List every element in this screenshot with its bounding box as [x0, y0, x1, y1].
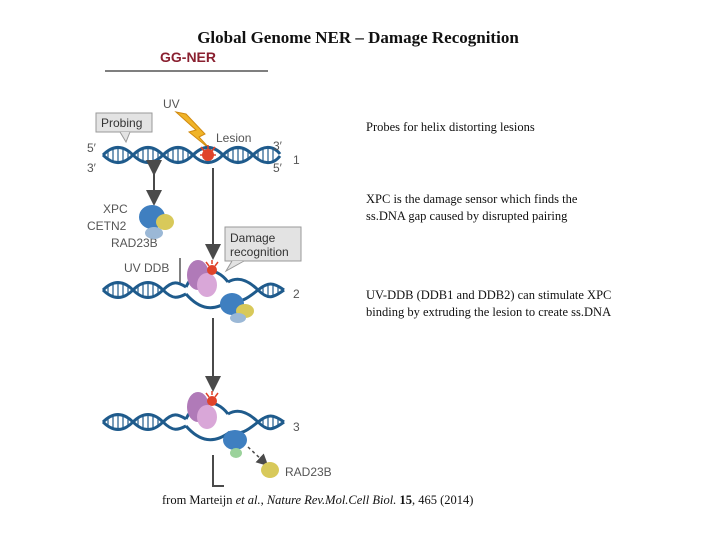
note-2-line-2: ss.DNA gap caused by disrupted pairing: [366, 208, 666, 225]
note-3-line-1: UV-DDB (DDB1 and DDB2) can stimulate XPC: [366, 287, 666, 304]
citation-prefix: from Marteijn: [162, 493, 236, 507]
note-2-line-1: XPC is the damage sensor which finds the: [366, 191, 666, 208]
citation-etal: et al.: [236, 493, 261, 507]
citation-volume: 15: [399, 493, 412, 507]
note-1-line-1: Probes for helix distorting lesions: [366, 120, 535, 134]
recognition-label: recognition: [230, 245, 289, 259]
uv-ddb-label: UV DDB: [124, 261, 169, 275]
lesion-label: Lesion: [216, 131, 251, 145]
dna-helix-step-1: [103, 147, 280, 162]
three-prime-bottom: 3′: [87, 161, 97, 175]
note-probing: Probes for helix distorting lesions: [366, 119, 666, 136]
step-1-number: 1: [293, 153, 300, 167]
five-prime-bottom: 5′: [273, 161, 283, 175]
cetn2-label: CETN2: [87, 219, 127, 233]
released-rad23b-label: RAD23B: [285, 465, 332, 479]
five-prime-top: 5′: [87, 141, 97, 155]
citation: from Marteijn et al., Nature Rev.Mol.Cel…: [162, 493, 473, 508]
uv-lightning-icon: [176, 112, 211, 150]
continuation-line: [213, 455, 224, 486]
note-3-line-2: binding by extruding the lesion to creat…: [366, 304, 666, 321]
xpc-bound-icon-step-3: [223, 430, 247, 458]
citation-suffix: , 465 (2014): [412, 493, 473, 507]
probing-label: Probing: [101, 116, 142, 130]
note-xpc-sensor: XPC is the damage sensor which finds the…: [366, 191, 666, 225]
xpc-label: XPC: [103, 202, 128, 216]
figure-header: GG-NER: [160, 49, 216, 65]
xpc-complex-icon: [139, 205, 174, 239]
three-prime-top: 3′: [273, 139, 283, 153]
released-rad23b-icon: [261, 462, 279, 478]
step-2-number: 2: [293, 287, 300, 301]
probing-callout: Probing: [96, 113, 152, 142]
damage-recognition-callout: Damage recognition: [225, 227, 301, 271]
citation-journal: Nature Rev.Mol.Cell Biol.: [267, 493, 397, 507]
uv-label: UV: [163, 97, 180, 111]
damage-label: Damage: [230, 231, 276, 245]
rad23b-release-arrow: [248, 447, 264, 462]
step-3-number: 3: [293, 420, 300, 434]
note-uv-ddb: UV-DDB (DDB1 and DDB2) can stimulate XPC…: [366, 287, 666, 321]
